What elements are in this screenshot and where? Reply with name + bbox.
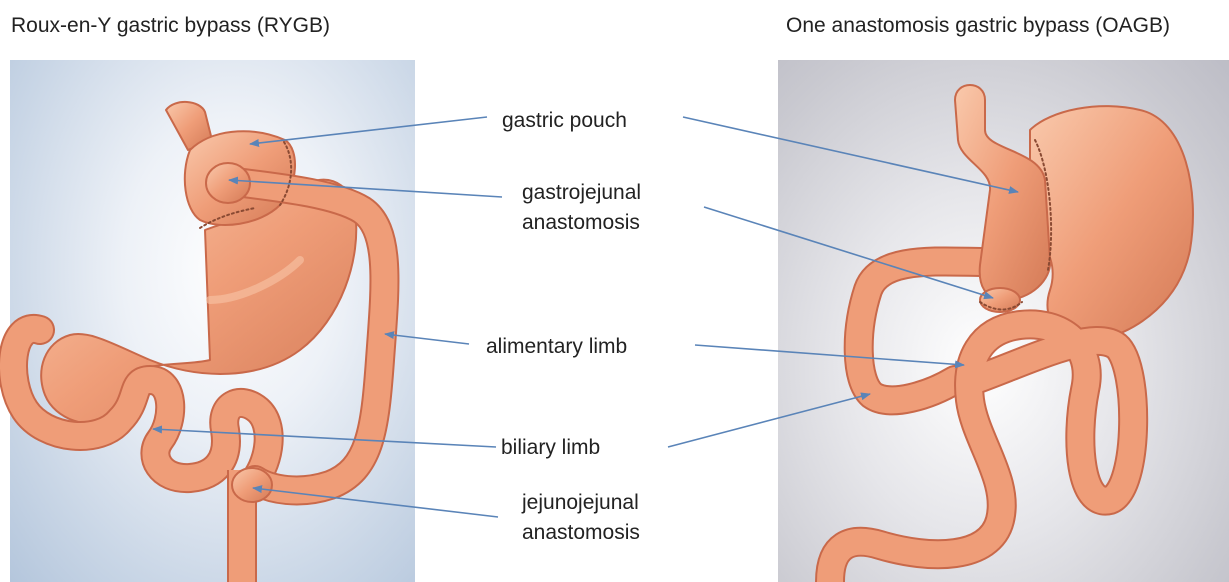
label-gastrojejunal-line1: gastrojejunal xyxy=(522,176,641,210)
oagb-remnant-stomach xyxy=(1030,106,1193,341)
label-gastrojejunal-line2: anastomosis xyxy=(522,206,640,240)
rygb-gj-anastomosis xyxy=(206,163,250,203)
label-gastric-pouch: gastric pouch xyxy=(502,104,627,138)
label-jejunojejunal-line1: jejunojejunal xyxy=(522,486,639,520)
arrow-alimentary-oagb xyxy=(695,345,964,365)
arrow-biliary-rygb xyxy=(153,429,496,447)
oagb-anatomy xyxy=(830,85,1193,582)
arrow-biliary-oagb xyxy=(668,394,870,447)
rygb-jj-anastomosis xyxy=(232,468,272,502)
arrow-gastric-pouch-rygb xyxy=(250,117,487,144)
label-alimentary-limb: alimentary limb xyxy=(486,330,627,364)
rygb-anatomy xyxy=(13,102,384,582)
label-jejunojejunal-line2: anastomosis xyxy=(522,516,640,550)
label-biliary-limb: biliary limb xyxy=(501,431,600,465)
arrow-alimentary-rygb xyxy=(385,334,469,344)
oagb-gj-anastomosis xyxy=(980,288,1020,312)
